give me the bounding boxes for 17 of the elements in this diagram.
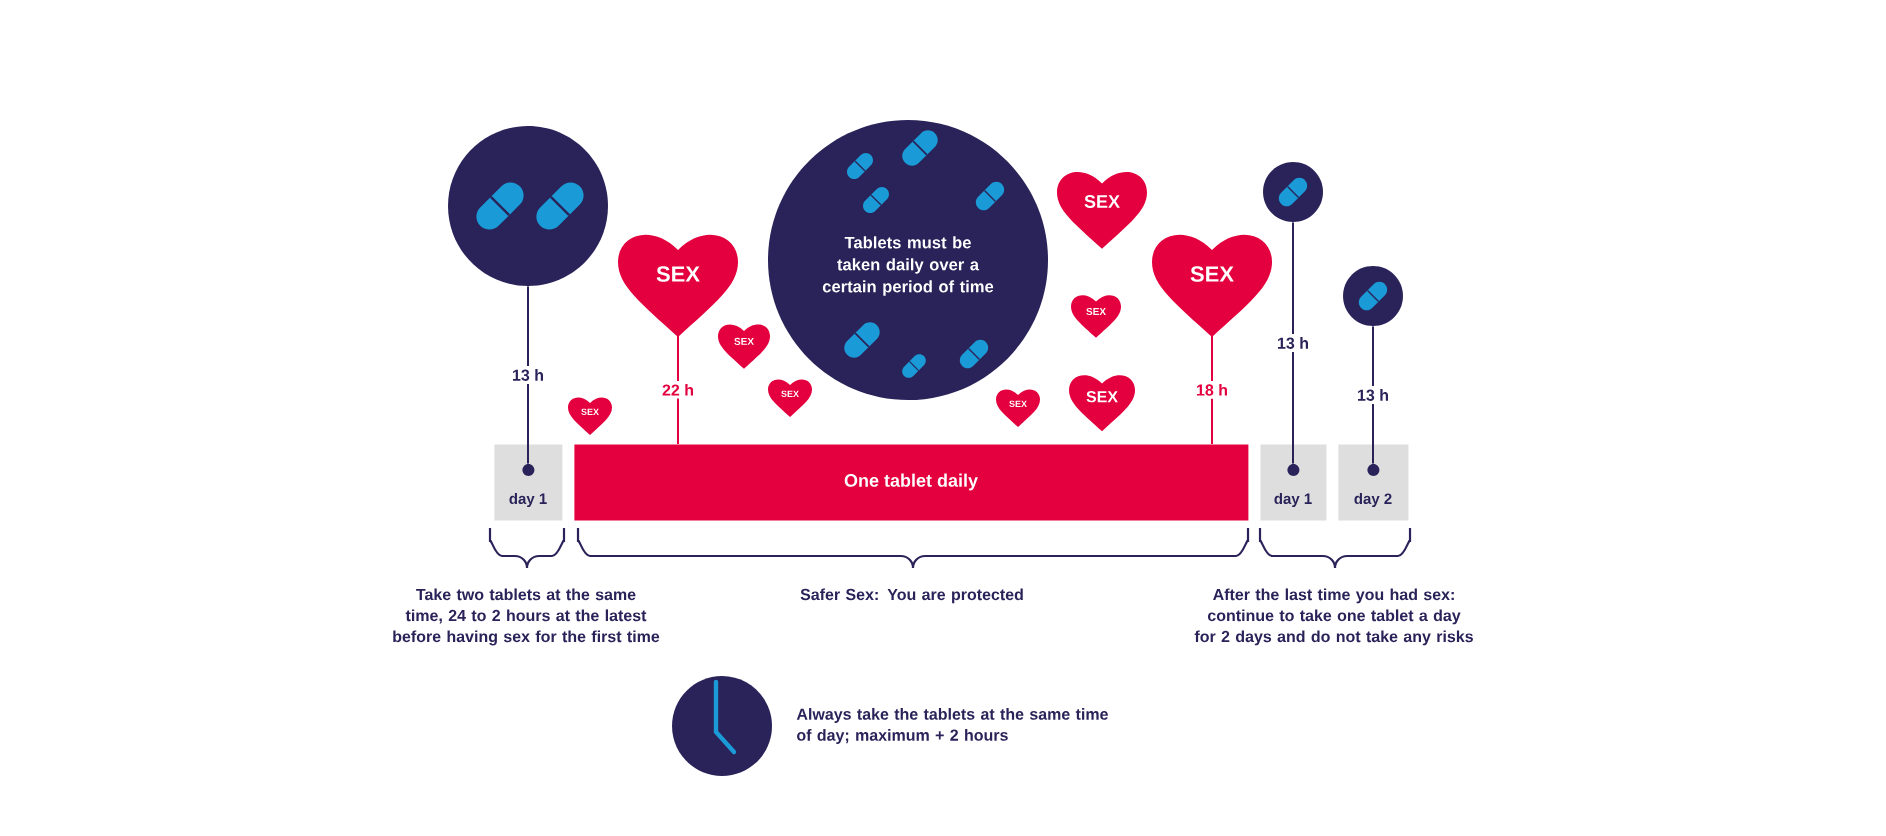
edge-label: 13 h	[1358, 389, 1388, 401]
edge-label: 18 h	[1197, 383, 1227, 396]
heart: SEX	[1057, 172, 1147, 249]
edge-label: 22 h	[662, 384, 693, 396]
dosing-bar: One tablet daily	[574, 444, 1249, 521]
pill-circle	[1263, 162, 1323, 222]
caption-text: Always take the tablets at the same time of day; maximum + 2 hours	[796, 708, 1108, 744]
heart: SEX	[1069, 375, 1135, 432]
caption-text: After the last time you had sex: continue to take one tablet a day for 2 days and do not take any risks	[1194, 588, 1473, 646]
caption-text: Take two tablets at the same time, 24 to 2 hours at the latest before having sex for the first time	[393, 588, 660, 646]
edge-label: 13 h	[513, 369, 543, 381]
heart: SEX	[1152, 234, 1272, 337]
edge-label: 13 h	[1278, 337, 1308, 349]
heart: SEX	[618, 234, 738, 337]
pill-circle	[448, 126, 608, 286]
pill-circle	[1343, 266, 1403, 326]
caption-text: Safer Sex: You are protected	[800, 588, 1023, 604]
